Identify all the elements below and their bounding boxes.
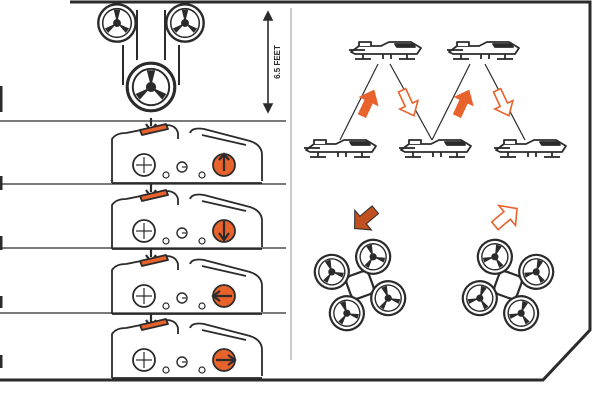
down-arrow-outline-icon <box>492 87 515 117</box>
drone-side-view-icon <box>446 41 520 60</box>
right-panel <box>303 41 567 337</box>
rotate-arrow-filled-icon <box>354 205 380 231</box>
drone-side-view-icon <box>303 139 377 158</box>
up-arrow-filled-icon <box>452 89 474 119</box>
controller-stick-left-icon <box>111 254 263 315</box>
drone-side-view-icon <box>493 139 567 158</box>
controller-stick-up-icon <box>111 123 263 184</box>
svg-text:–: – <box>110 178 114 184</box>
drone-side-view-icon <box>398 139 472 158</box>
rotate-left-step <box>111 249 263 315</box>
takeoff-height-step: 6.5 FEET <box>97 3 282 114</box>
down-arrow-outline-icon <box>397 87 420 117</box>
height-label: 6.5 FEET <box>273 45 282 79</box>
drone-top-view-icon <box>456 233 560 337</box>
page-frame <box>0 0 592 382</box>
ascend-step: – <box>110 118 263 184</box>
controller-stick-right-icon <box>111 318 263 379</box>
rotate-arrow-outline-icon <box>490 204 518 231</box>
left-panel: 6.5 FEET – <box>0 3 286 379</box>
drone-top-view-icon <box>308 233 412 337</box>
up-arrow-filled-icon <box>357 89 379 119</box>
descend-step <box>111 184 263 250</box>
drone-side-view-icon <box>348 41 422 60</box>
rotate-right-step <box>111 314 263 379</box>
drone-top-view-icon <box>97 3 205 113</box>
height-dimension-arrow <box>262 10 274 114</box>
step-separators <box>0 120 286 314</box>
controller-stick-down-icon <box>111 189 263 250</box>
